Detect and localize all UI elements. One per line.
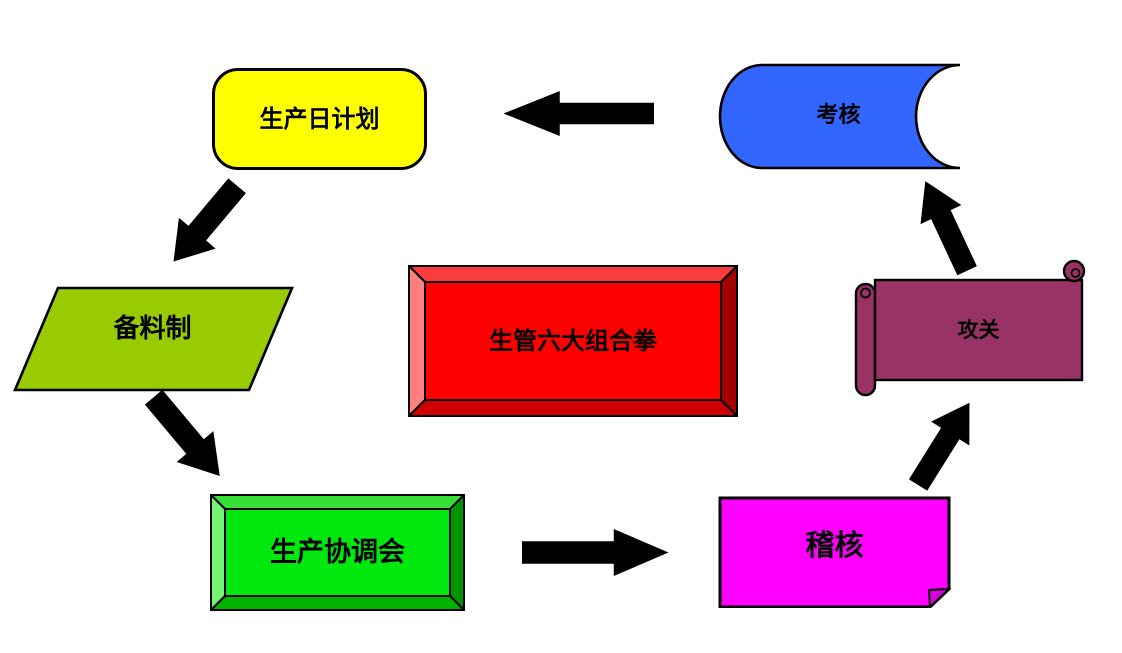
arrow-daily-plan-to-material-prep [154,170,257,279]
folded-corner-flap [927,587,952,610]
node-audit: 稽核 [718,496,952,610]
bevel-frame-shape [208,492,467,613]
folded-corner-shape [718,496,952,610]
node-combo-title: 生管六大组合拳 [406,263,740,419]
parallelogram-shape [13,286,294,392]
node-tackle-key-problems: 攻关 [850,256,1098,398]
node-assessment: 考核 [716,62,1016,174]
node-production-daily-plan: 生产日计划 [212,68,427,170]
node-production-daily-plan-label: 生产日计划 [259,103,380,133]
horizontal-cylinder-shape [718,63,961,170]
node-production-coordination-meeting: 生产协调会 [208,492,467,613]
vertical-scroll-shape [854,259,1086,397]
arrow-coordination-to-audit [522,528,670,577]
arrow-assessment-to-daily-plan [502,90,654,137]
bevel-frame-shape [406,263,740,419]
arrow-audit-to-tackle [898,389,990,497]
arrow-material-prep-to-coordination [134,381,239,493]
arrow-tackle-to-assessment [904,170,989,280]
node-material-preparation: 备料制 [10,283,302,395]
